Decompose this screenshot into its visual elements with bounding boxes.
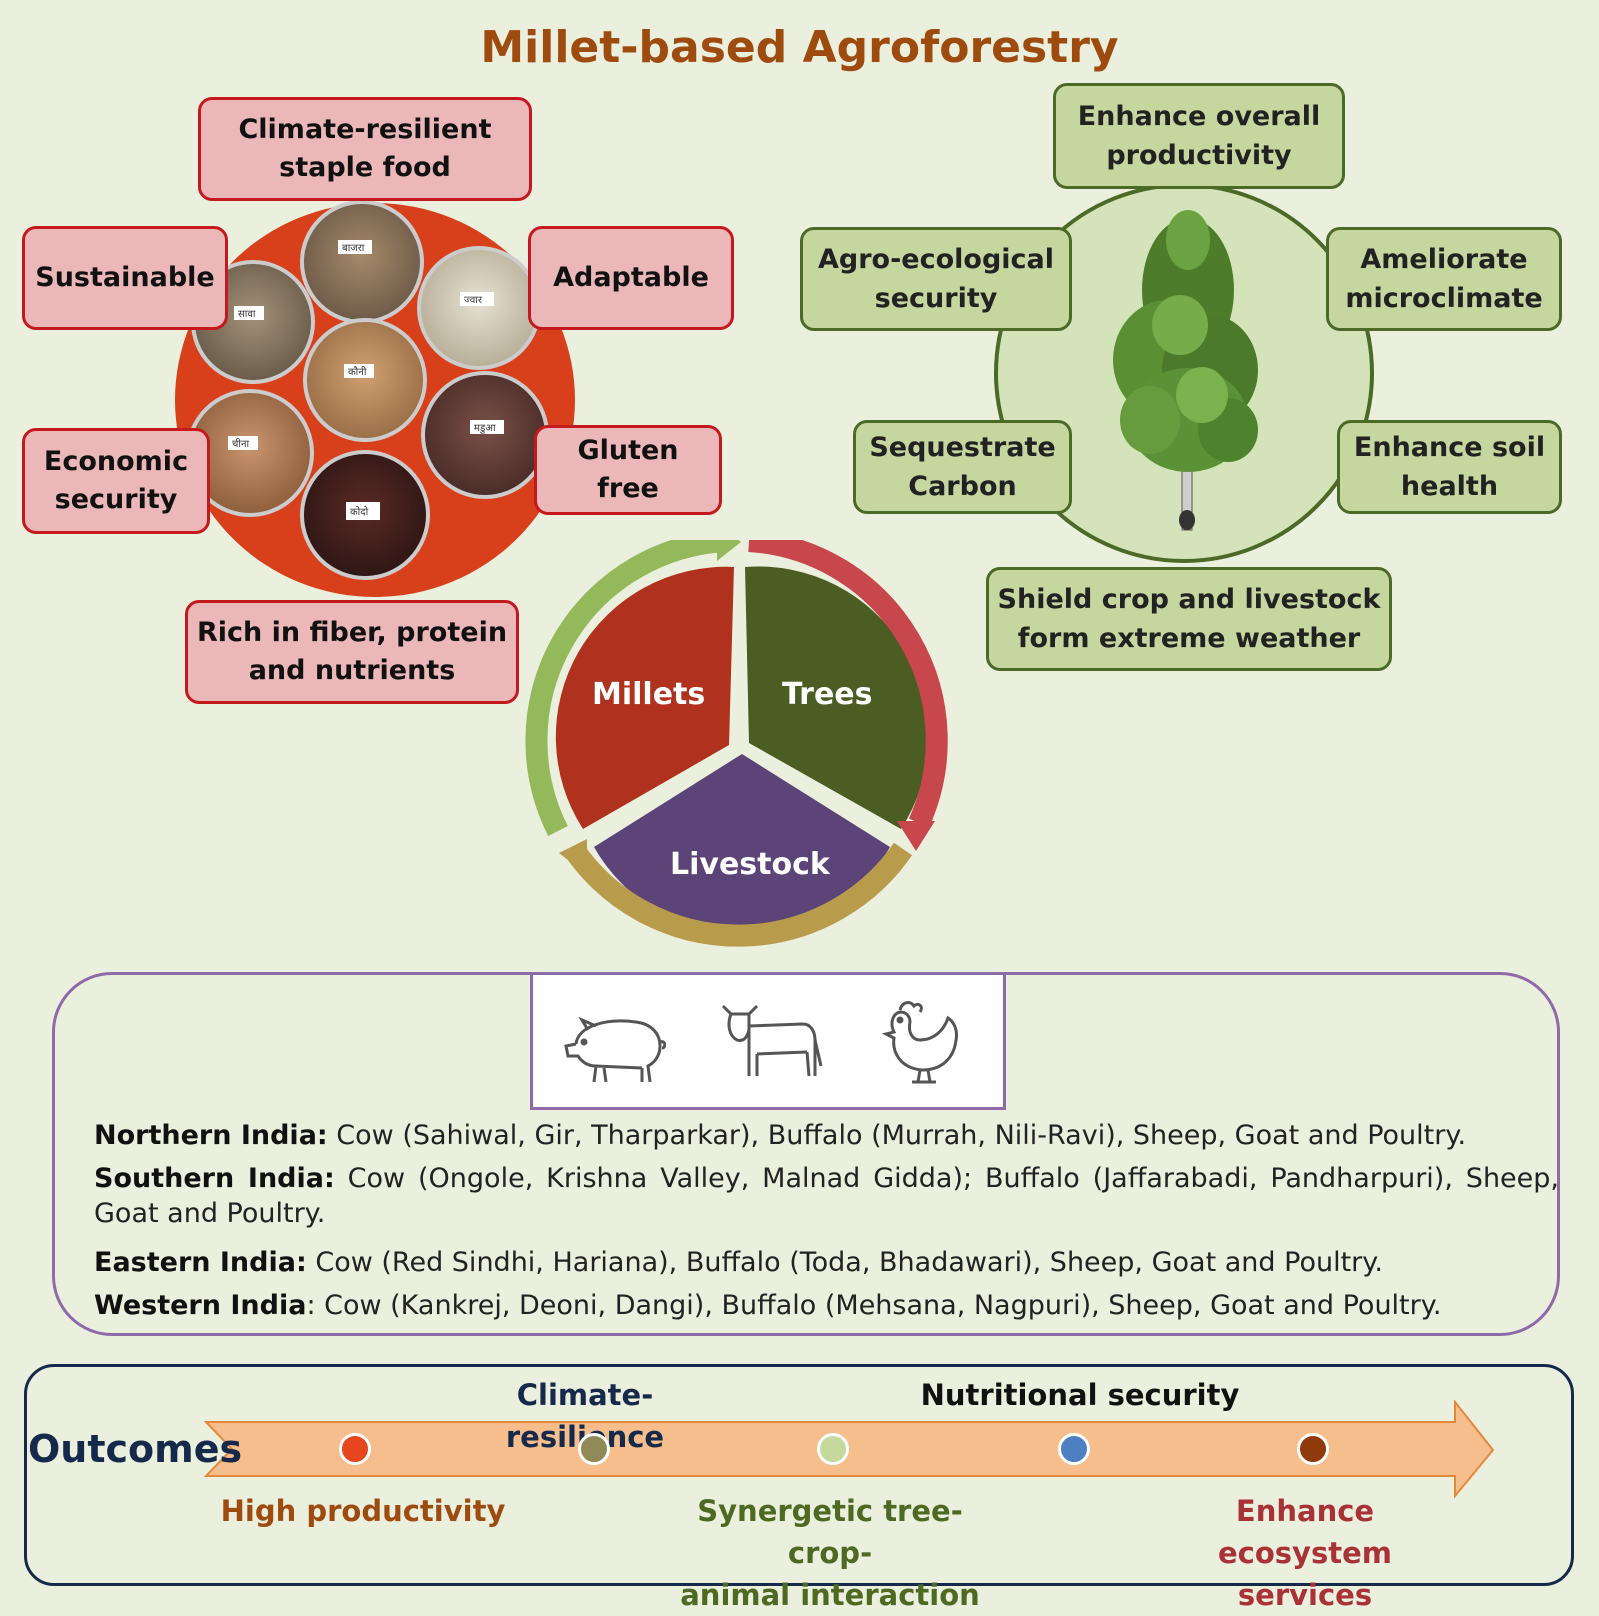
benefit-soil-health: Enhance soil health	[1337, 420, 1562, 514]
benefit-sustainable: Sustainable	[22, 226, 228, 330]
millet-plate-image: बाजरा ज्वार कौनी सावा चीना मडुआ कोदो	[175, 200, 575, 597]
svg-text:चीना: चीना	[232, 438, 249, 450]
benefit-microclimate: Ameliorate microclimate	[1326, 227, 1562, 331]
region-southern: Southern India: Cow (Ongole, Krishna Val…	[94, 1163, 1559, 1230]
svg-text:मडुआ: मडुआ	[474, 423, 496, 434]
svg-text:सावा: सावा	[238, 309, 256, 320]
benefit-rich-nutrients: Rich in fiber, protein and nutrients	[185, 600, 519, 704]
benefit-adaptable: Adaptable	[528, 226, 734, 330]
arrow-trees-livestock	[748, 540, 948, 828]
cycle-diagram	[525, 540, 948, 947]
pig-icon	[564, 1016, 667, 1083]
outcomes-box	[24, 1364, 1574, 1586]
hen-icon	[881, 1001, 958, 1084]
tree-circle	[994, 183, 1374, 563]
outcome-synergetic: Synergetic tree-crop- animal interaction	[680, 1494, 980, 1613]
outcome-dot-2	[578, 1433, 610, 1465]
cycle-millets-segment	[555, 566, 734, 829]
benefit-agro-ecological: Agro-ecological security	[800, 227, 1072, 331]
cycle-label-trees: Trees	[782, 677, 873, 712]
benefit-sequestrate-carbon: Sequestrate Carbon	[853, 420, 1072, 514]
region-northern: Northern India: Cow (Sahiwal, Gir, Tharp…	[94, 1120, 1467, 1151]
svg-text:बाजरा: बाजरा	[342, 243, 365, 254]
cycle-label-livestock: Livestock	[670, 847, 830, 882]
outcome-dot-3	[817, 1433, 849, 1465]
region-eastern: Eastern India: Cow (Red Sindhi, Hariana)…	[94, 1247, 1383, 1278]
cycle-label-millets: Millets	[592, 677, 706, 712]
benefit-economic-security: Economic security	[22, 428, 210, 534]
arrow-livestock-millets	[568, 842, 913, 947]
page-title: Millet-based Agroforestry	[480, 22, 1119, 73]
cow-icon	[721, 1004, 823, 1077]
benefit-climate-resilient: Climate-resilient staple food	[198, 97, 532, 201]
arrow-millets-trees	[525, 540, 726, 836]
benefit-shield-weather: Shield crop and livestock form extreme w…	[986, 567, 1392, 671]
outcome-dot-4	[1058, 1433, 1090, 1465]
outcomes-label: Outcomes	[28, 1427, 243, 1471]
outcome-dot-5	[1297, 1433, 1329, 1465]
outcome-ecosystem: Enhance ecosystem services	[1218, 1494, 1392, 1613]
outcome-dot-1	[339, 1433, 371, 1465]
region-western: Western India: Cow (Kankrej, Deoni, Dang…	[94, 1290, 1442, 1321]
svg-text:ज्वार: ज्वार	[464, 295, 483, 306]
benefit-enhance-productivity: Enhance overall productivity	[1053, 83, 1345, 189]
cycle-trees-segment	[745, 566, 929, 830]
cycle-livestock-segment	[594, 754, 890, 934]
svg-text:कौनी: कौनी	[348, 366, 367, 378]
outcomes-arrow	[203, 1400, 1495, 1499]
svg-text:कोदो: कोदो	[350, 506, 369, 518]
outcome-high-productivity: High productivity	[220, 1494, 506, 1528]
tree-icon	[1113, 210, 1258, 531]
livestock-icon-panel	[530, 972, 1006, 1110]
benefit-gluten-free: Gluten free	[534, 425, 722, 515]
outcome-nutritional-security: Nutritional security	[920, 1378, 1240, 1412]
